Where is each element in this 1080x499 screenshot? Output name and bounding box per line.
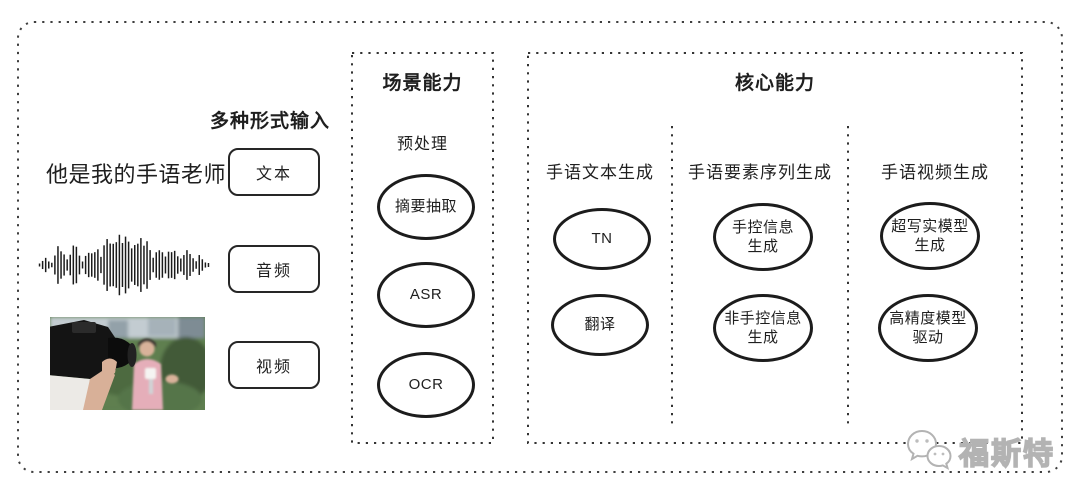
camera-foreground [50, 320, 137, 410]
node-label: 翻译 [584, 316, 616, 334]
scene-subtitle: 预处理 [396, 136, 448, 153]
node-label: 非手控信息 生成 [724, 309, 802, 347]
core-column-header-element-sequence: 手语要素序列生成 [688, 163, 832, 182]
core-column-header-text-generation: 手语文本生成 [546, 163, 654, 182]
text-type-box: 文本 [228, 148, 320, 196]
video-type-label: 视频 [255, 359, 292, 376]
text-type-label: 文本 [255, 166, 292, 183]
node-label: 摘要抽取 [394, 198, 457, 216]
audio-waveform [38, 228, 210, 302]
core-section-title: 核心能力 [734, 73, 815, 94]
scene-section-title: 场景能力 [382, 73, 463, 94]
node-tn: TN [553, 208, 651, 270]
node-ocr: OCR [377, 352, 475, 418]
node-label: 高精度模型 驱动 [889, 309, 967, 347]
video-type-box: 视频 [228, 341, 320, 389]
node-label: ASR [409, 286, 443, 304]
watermark: 福斯特 [905, 428, 1055, 474]
input-section-title: 多种形式输入 [209, 111, 330, 132]
node-label: OCR [408, 376, 444, 394]
node-asr: ASR [377, 262, 475, 328]
text-input-example: 他是我的手语老师 [46, 162, 227, 187]
node-non-manual-info-generation: 非手控信息 生成 [713, 294, 813, 362]
audio-type-label: 音频 [255, 263, 292, 280]
node-label: 超写实模型 生成 [891, 217, 969, 255]
node-summary-extraction: 摘要抽取 [377, 174, 475, 240]
node-manual-info-generation: 手控信息 生成 [713, 203, 813, 271]
watermark-text: 福斯特 [958, 437, 1055, 471]
audio-type-box: 音频 [228, 245, 320, 293]
node-high-precision-model-driving: 高精度模型 驱动 [878, 294, 978, 362]
wechat-icon [906, 429, 952, 471]
node-label: TN [591, 230, 613, 248]
node-translation: 翻译 [551, 294, 649, 356]
node-label: 手控信息 生成 [731, 218, 794, 256]
video-input-thumbnail [50, 317, 205, 410]
reporter-figure [132, 338, 179, 410]
node-hyperrealistic-model-generation: 超写实模型 生成 [880, 202, 980, 270]
core-column-header-video-generation: 手语视频生成 [881, 163, 989, 182]
